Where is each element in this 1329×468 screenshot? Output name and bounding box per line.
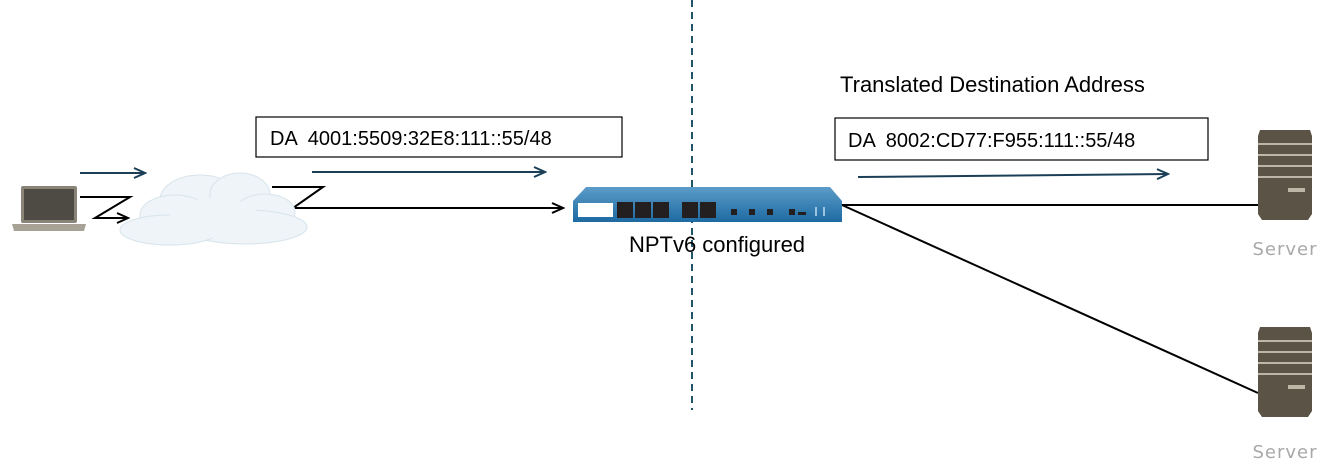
server-label: Server xyxy=(1252,239,1317,260)
cloud-icon xyxy=(119,172,308,246)
server-icon xyxy=(1258,130,1312,220)
translated-da-box xyxy=(834,117,1209,161)
server-icon xyxy=(1258,327,1312,417)
firewall-device-icon xyxy=(573,187,842,222)
laptop-icon xyxy=(12,186,86,231)
flow-arrow-translated xyxy=(857,174,1168,177)
original-da-label: DA 4001:5509:32E8:111::55/48 xyxy=(270,128,552,150)
wan-link-left xyxy=(80,196,134,218)
diagram-title: Translated Destination Address xyxy=(840,72,1145,97)
link-to-server-2 xyxy=(841,204,1259,394)
server-label: Server xyxy=(1252,442,1317,463)
wan-link-right xyxy=(272,186,563,208)
translated-da-label: DA 8002:CD77:F955:111::55/48 xyxy=(848,130,1135,152)
original-da-box xyxy=(255,116,623,158)
firewall-label: NPTv6 configured xyxy=(629,232,805,257)
